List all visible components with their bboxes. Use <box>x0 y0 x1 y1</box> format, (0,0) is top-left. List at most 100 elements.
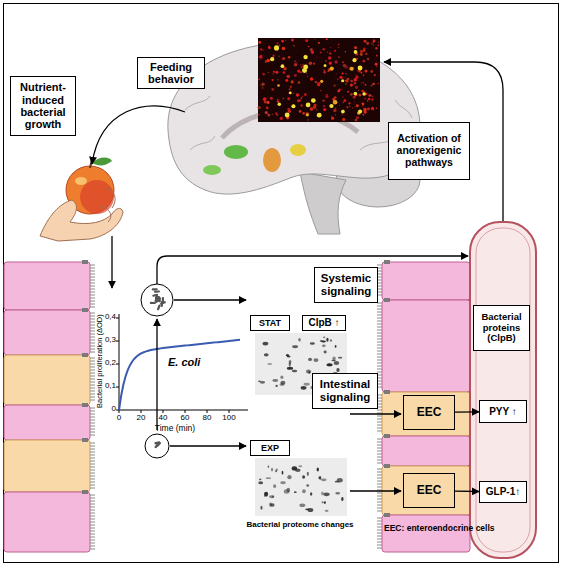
enteroendocrine-cell <box>4 355 90 405</box>
microvillus <box>90 313 95 314</box>
finger <box>106 188 115 208</box>
microvillus <box>377 445 382 446</box>
protein-spot <box>269 495 274 498</box>
microvillus <box>377 481 382 482</box>
stained-cell <box>376 108 377 109</box>
stained-cell <box>272 114 273 115</box>
stained-cell <box>371 98 373 100</box>
labelled-neuron <box>341 79 344 82</box>
microvillus <box>377 419 382 420</box>
stained-cell <box>297 70 300 73</box>
stained-cell <box>352 107 353 108</box>
labelled-neuron <box>306 103 311 108</box>
stained-cell <box>365 53 367 55</box>
tick-label: 40 <box>151 414 175 423</box>
stained-cell <box>342 72 344 74</box>
stained-cell <box>328 56 331 59</box>
tight-junction <box>82 403 88 407</box>
protein-spot <box>324 351 327 354</box>
protein-spot <box>323 337 325 339</box>
stained-cell <box>298 81 301 84</box>
stained-cell <box>347 91 349 93</box>
stained-cell <box>362 102 365 105</box>
microvillus <box>377 502 382 503</box>
labelled-neuron <box>320 80 323 83</box>
stained-cell <box>260 48 262 50</box>
tick-label: 60 <box>173 414 197 423</box>
fluorescence-image <box>258 38 380 122</box>
microvillus <box>377 530 382 531</box>
stained-cell <box>345 51 346 52</box>
stained-cell <box>262 87 264 89</box>
labelled-neuron <box>352 58 356 62</box>
protein-gel <box>255 458 347 516</box>
microvillus <box>90 274 95 275</box>
stained-cell <box>363 74 365 76</box>
stained-cell <box>344 99 347 102</box>
stained-cell <box>310 107 314 111</box>
stained-cell <box>300 104 302 106</box>
microvillus <box>377 333 382 334</box>
stained-cell <box>355 119 358 122</box>
microvillus <box>377 487 382 488</box>
stained-cell <box>314 38 315 39</box>
microvillus <box>90 482 95 483</box>
stained-cell <box>258 114 260 116</box>
protein-spot <box>260 381 265 384</box>
microvillus <box>377 366 382 367</box>
stained-cell <box>291 38 294 41</box>
microvillus <box>377 360 382 361</box>
vessel-wall <box>476 228 530 552</box>
microvillus <box>377 327 382 328</box>
tight-junction <box>82 490 88 494</box>
signal-arrow <box>384 62 503 221</box>
microvillus <box>90 298 95 299</box>
microvillus <box>377 511 382 512</box>
stained-cell <box>378 41 379 42</box>
stained-cell <box>342 114 343 115</box>
tight-junction <box>384 390 390 394</box>
node-text: EEC <box>417 406 442 419</box>
microvillus <box>377 499 382 500</box>
stained-cell <box>373 40 376 43</box>
x-tick <box>119 410 120 413</box>
microvillus <box>377 542 382 543</box>
protein-spot <box>321 492 324 496</box>
stained-cell <box>280 117 283 120</box>
stained-cell <box>342 118 345 121</box>
stained-cell <box>343 101 345 103</box>
microvillus <box>90 382 95 383</box>
microvillus <box>90 397 95 398</box>
node-text: EEC <box>417 484 442 497</box>
microvillus <box>90 304 95 305</box>
stained-cell <box>362 60 365 63</box>
stained-cell <box>359 94 362 97</box>
microvillus <box>90 455 95 456</box>
stained-cell <box>342 97 343 98</box>
apple-highlight <box>75 177 87 185</box>
epithelial-cell <box>382 300 470 392</box>
hand <box>40 200 123 241</box>
microvillus <box>90 367 95 368</box>
protein-spot <box>302 475 305 479</box>
stained-cell <box>346 80 349 83</box>
stained-cell <box>283 71 286 74</box>
protein-spot <box>259 478 261 480</box>
stained-cell <box>323 105 325 107</box>
protein-spot <box>328 363 330 366</box>
stained-cell <box>346 106 348 108</box>
epithelial-cell <box>4 310 90 355</box>
microvillus <box>377 309 382 310</box>
microvillus <box>90 525 95 526</box>
labelled-neuron <box>270 57 274 61</box>
stained-cell <box>348 102 350 104</box>
stained-cell <box>376 55 378 57</box>
microvillus <box>90 423 95 424</box>
node-text: STAT <box>259 318 281 328</box>
stained-cell <box>277 100 279 102</box>
protein-spot <box>287 488 291 492</box>
stained-cell <box>364 70 367 73</box>
microvillus <box>90 361 95 362</box>
microvillus <box>90 370 95 371</box>
brain-gyrus <box>395 100 412 118</box>
